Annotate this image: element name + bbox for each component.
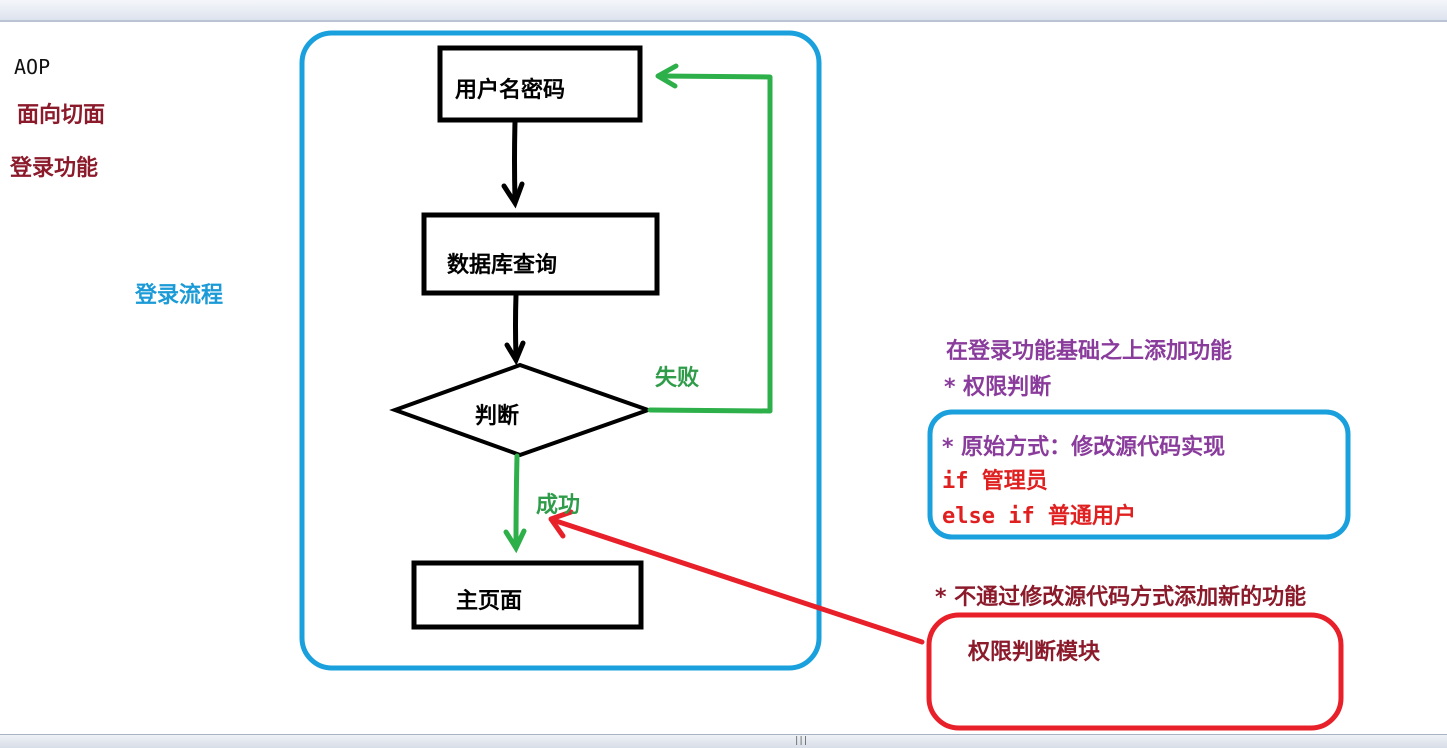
horizontal-scrollbar[interactable] xyxy=(0,734,1447,748)
judge-diamond xyxy=(389,362,655,458)
judge-text: 判断 xyxy=(475,404,520,429)
arrow-user-to-db xyxy=(501,119,525,209)
permission-check-note: * 权限判断 xyxy=(944,375,1052,400)
original-way-note: * 原始方式：修改源代码实现 xyxy=(942,435,1226,460)
arrow-module-to-success xyxy=(548,509,925,645)
user-password-box xyxy=(437,45,643,123)
home-page-box xyxy=(411,560,644,630)
permission-module-frame xyxy=(926,612,1344,731)
fail-label: 失败 xyxy=(655,366,700,391)
original-way-frame xyxy=(927,409,1351,540)
db-query-text: 数据库查询 xyxy=(447,253,558,278)
login-flow-label: 登录流程 xyxy=(135,283,224,308)
aop-label: AOP xyxy=(14,55,51,79)
aspect-oriented-label: 面向切面 xyxy=(17,103,106,128)
else-if-user-code: else if 普通用户 xyxy=(942,504,1136,529)
top-toolbar-strip xyxy=(0,0,1447,22)
login-feature-label: 登录功能 xyxy=(10,156,99,181)
add-feature-note: 在登录功能基础之上添加功能 xyxy=(946,339,1233,364)
login-flow-frame xyxy=(299,30,822,671)
user-password-text: 用户名密码 xyxy=(455,78,566,103)
arrow-db-to-judge xyxy=(504,292,526,366)
no-modify-note: * 不通过修改源代码方式添加新的功能 xyxy=(935,585,1307,610)
success-label: 成功 xyxy=(536,493,581,518)
home-page-text: 主页面 xyxy=(456,589,523,614)
db-query-box xyxy=(421,212,660,296)
arrow-judge-success xyxy=(503,453,527,554)
arrow-judge-fail-loop xyxy=(647,63,773,414)
permission-module-text: 权限判断模块 xyxy=(968,640,1101,665)
scrollbar-grip-icon[interactable]: ||| xyxy=(794,736,808,746)
if-admin-code: if 管理员 xyxy=(942,469,1048,494)
